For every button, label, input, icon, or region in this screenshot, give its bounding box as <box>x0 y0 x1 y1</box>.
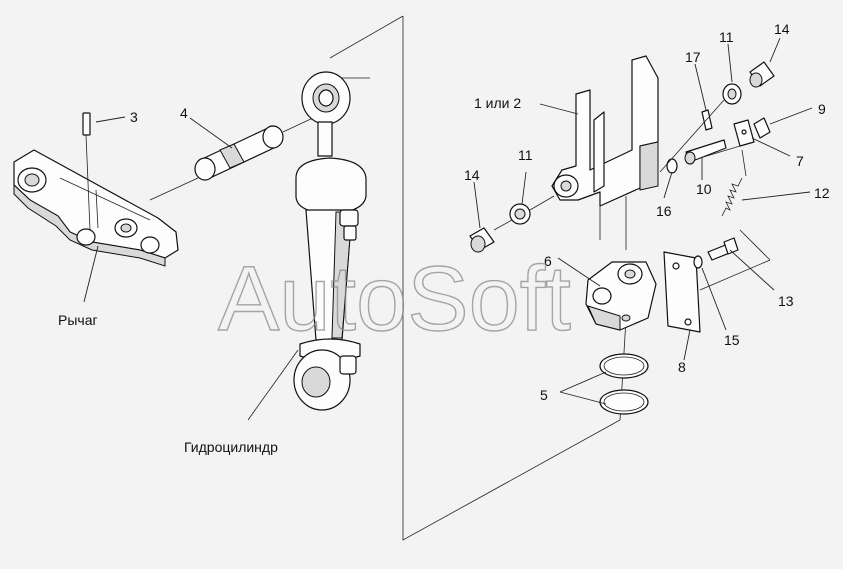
pin-part-4 <box>149 109 331 201</box>
label-7: 7 <box>796 153 804 169</box>
pin-part-10 <box>684 139 727 165</box>
part-labels: 3 4 Рычаг Гидроцилиндр 1 или 2 11 14 17 … <box>58 21 830 455</box>
clamp-block-part-6 <box>585 261 657 331</box>
nut-part-11-right <box>722 83 742 105</box>
washer-part-16 <box>666 158 678 174</box>
bracket-part-7 <box>733 119 755 147</box>
plug-part-14-left <box>469 227 495 253</box>
spring-part-12 <box>721 177 743 217</box>
label-12: 12 <box>814 185 830 201</box>
clip-part-9 <box>753 117 771 139</box>
label-17: 17 <box>685 49 701 65</box>
plug-part-14-right <box>749 61 775 88</box>
label-14-right: 14 <box>774 21 790 37</box>
label-16: 16 <box>656 203 672 219</box>
label-13: 13 <box>778 293 794 309</box>
label-lever: Рычаг <box>58 312 98 328</box>
label-1-or-2: 1 или 2 <box>474 95 521 111</box>
label-4: 4 <box>180 105 188 121</box>
lever-part <box>13 149 179 267</box>
cotter-pin-part-17 <box>701 109 713 131</box>
label-8: 8 <box>678 359 686 375</box>
label-11-right: 11 <box>719 29 734 45</box>
label-11-left: 11 <box>518 147 533 163</box>
label-cylinder: Гидроцилиндр <box>184 439 278 455</box>
label-9: 9 <box>818 101 826 117</box>
bolt-part-13 <box>707 237 739 261</box>
bracket-part-1-or-2 <box>551 55 659 250</box>
retaining-rings-part-5 <box>599 353 649 415</box>
label-10: 10 <box>696 181 712 197</box>
label-14-left: 14 <box>464 167 480 183</box>
nut-part-11-left <box>509 203 531 225</box>
washer-part-15 <box>693 255 703 269</box>
label-15: 15 <box>724 332 740 348</box>
hydraulic-cylinder-part <box>247 71 367 421</box>
label-6: 6 <box>544 253 552 269</box>
leader-lines <box>83 37 813 405</box>
watermark-text: AutoSoft <box>218 248 571 350</box>
bolt-part-3 <box>82 112 91 231</box>
label-5: 5 <box>540 387 548 403</box>
plate-part-8 <box>663 251 701 333</box>
label-3: 3 <box>130 109 138 125</box>
